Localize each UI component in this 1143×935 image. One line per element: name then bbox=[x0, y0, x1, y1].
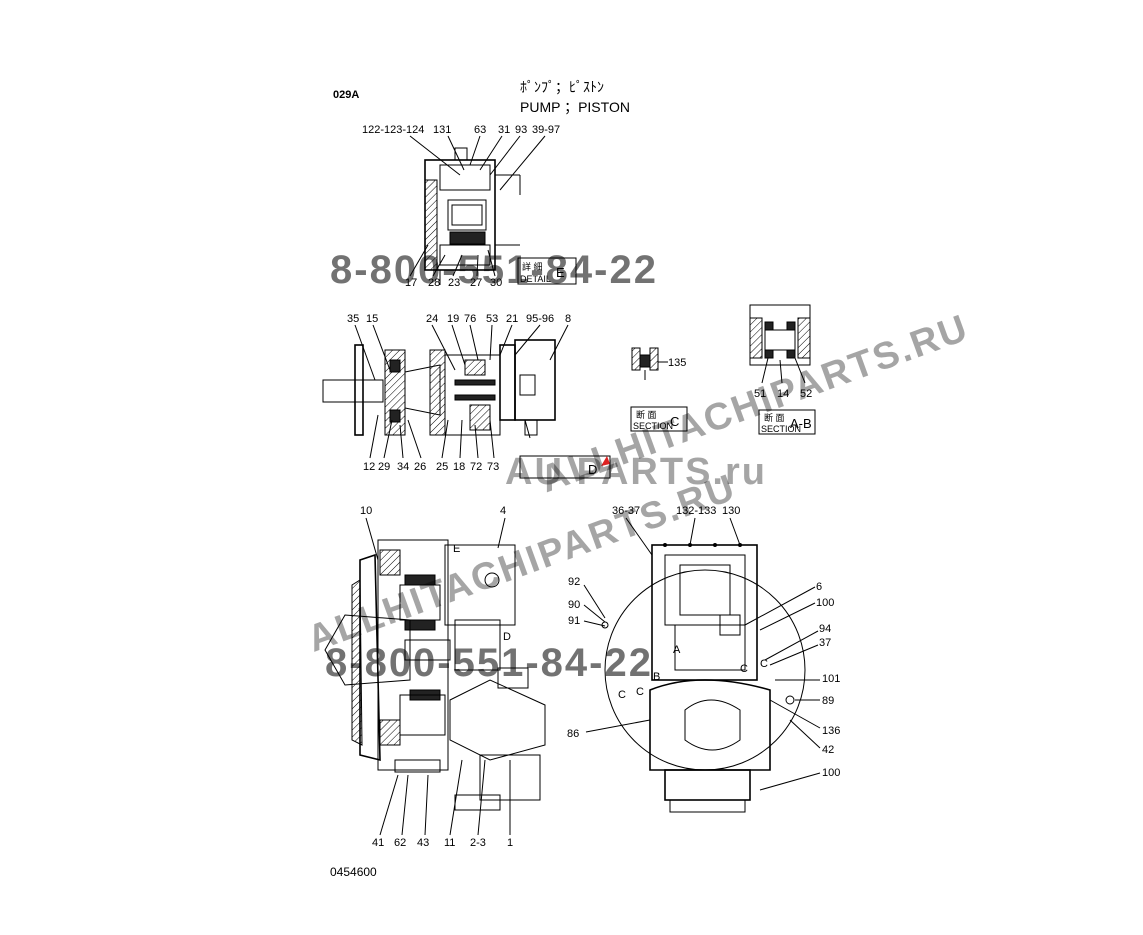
callout-D: D bbox=[503, 631, 511, 643]
title-english: PUMP ；PISTON bbox=[520, 99, 630, 116]
callout-76: 76 bbox=[464, 313, 476, 325]
callout-62: 62 bbox=[394, 837, 406, 849]
callout-14: 14 bbox=[777, 388, 789, 400]
callout-53: 53 bbox=[486, 313, 498, 325]
callout-52: 52 bbox=[800, 388, 812, 400]
detail-d-label: D bbox=[519, 455, 611, 479]
callout-12: 12 bbox=[363, 461, 375, 473]
callout-19: 19 bbox=[447, 313, 459, 325]
callout-39-97: 39-97 bbox=[532, 124, 560, 136]
callout-2-3: 2-3 bbox=[470, 837, 486, 849]
callout-89: 89 bbox=[822, 695, 834, 707]
callout-101: 101 bbox=[822, 673, 840, 685]
callout-37: 37 bbox=[819, 637, 831, 649]
callout-4: 4 bbox=[500, 505, 506, 517]
section-mark-A: A bbox=[673, 644, 681, 656]
svg-text:SECTION: SECTION bbox=[761, 424, 801, 434]
callout-132-133: 132-133 bbox=[676, 505, 716, 517]
callout-135: 135 bbox=[668, 357, 686, 369]
svg-text:E: E bbox=[556, 265, 565, 280]
watermark-phone-top: 8-800-551-84-22 bbox=[330, 248, 658, 292]
callout-130: 130 bbox=[722, 505, 740, 517]
callout-27: 27 bbox=[470, 277, 482, 289]
diagram-code: 029A bbox=[333, 89, 359, 101]
callout-24: 24 bbox=[426, 313, 438, 325]
callout-73: 73 bbox=[487, 461, 499, 473]
callout-42: 42 bbox=[822, 744, 834, 756]
svg-text:DETAIL: DETAIL bbox=[520, 274, 551, 284]
callout-131: 131 bbox=[433, 124, 451, 136]
callout-36-37: 36-37 bbox=[612, 505, 640, 517]
callout-28: 28 bbox=[428, 277, 440, 289]
callout-90: 90 bbox=[568, 599, 580, 611]
pump-side-view-drawing bbox=[324, 517, 546, 836]
callout-6: 6 bbox=[816, 581, 822, 593]
svg-text:断 面: 断 面 bbox=[764, 412, 785, 423]
callout-51: 51 bbox=[754, 388, 766, 400]
drawing-number: 0454600 bbox=[330, 865, 377, 879]
callout-8: 8 bbox=[565, 313, 571, 325]
callout-30: 30 bbox=[490, 277, 502, 289]
pump-front-view-drawing bbox=[583, 517, 821, 813]
section-mark-B: B bbox=[653, 671, 660, 683]
callout-11: 11 bbox=[444, 837, 455, 849]
watermark-diagonal-main: ALLHITACHIPARTS.RU bbox=[302, 467, 742, 661]
watermark-logo: AU PARTS.ru bbox=[505, 451, 767, 493]
svg-text:C: C bbox=[670, 414, 679, 429]
callout-86: 86 bbox=[567, 728, 579, 740]
callout-94: 94 bbox=[819, 623, 831, 635]
callout-63: 63 bbox=[474, 124, 486, 136]
callout-41: 41 bbox=[372, 837, 384, 849]
svg-text:SECTION: SECTION bbox=[633, 421, 673, 431]
callout-100-upper: 100 bbox=[816, 597, 834, 609]
callout-21: 21 bbox=[506, 313, 518, 325]
callout-136: 136 bbox=[822, 725, 840, 737]
detail-e-label: 詳 細 DETAIL E bbox=[517, 257, 577, 285]
svg-text:断 面: 断 面 bbox=[636, 409, 657, 420]
section-ab-drawing: 断 面 SECTION A-B bbox=[749, 304, 816, 435]
callout-95-96: 95-96 bbox=[526, 313, 554, 325]
callout-26: 26 bbox=[414, 461, 426, 473]
callout-15: 15 bbox=[366, 313, 378, 325]
svg-text:詳 細: 詳 細 bbox=[522, 261, 543, 272]
callout-35: 35 bbox=[347, 313, 359, 325]
section-main-drawing bbox=[322, 324, 569, 459]
callout-93: 93 bbox=[515, 124, 527, 136]
callout-100-lower: 100 bbox=[822, 767, 840, 779]
callout-17: 17 bbox=[405, 277, 417, 289]
callout-10: 10 bbox=[360, 505, 372, 517]
callout-122-123-124: 122-123-124 bbox=[362, 124, 424, 136]
callout-E: E bbox=[453, 543, 460, 555]
watermark-phone-bottom: 8-800-551-84-22 bbox=[325, 641, 653, 685]
section-mark-C-1: C bbox=[618, 689, 626, 701]
callout-23: 23 bbox=[448, 277, 460, 289]
callout-34: 34 bbox=[397, 461, 409, 473]
callout-72: 72 bbox=[470, 461, 482, 473]
callout-92: 92 bbox=[568, 576, 580, 588]
detail-e-drawing bbox=[409, 135, 546, 285]
callout-31: 31 bbox=[498, 124, 510, 136]
callout-91: 91 bbox=[568, 615, 580, 627]
svg-text:A-B: A-B bbox=[790, 416, 812, 431]
callout-18: 18 bbox=[453, 461, 465, 473]
svg-text:D: D bbox=[588, 462, 597, 477]
section-mark-C-2: C bbox=[636, 686, 644, 698]
section-c-drawing: 断 面 SECTION C bbox=[630, 347, 688, 432]
callout-1: 1 bbox=[507, 837, 513, 849]
section-mark-C-4: C bbox=[760, 658, 768, 670]
title-japanese: ﾎﾟﾝﾌﾟ；ﾋﾟｽﾄﾝ bbox=[520, 79, 604, 96]
callout-29: 29 bbox=[378, 461, 390, 473]
callout-25: 25 bbox=[436, 461, 448, 473]
section-mark-C-3: C bbox=[740, 663, 748, 675]
callout-43: 43 bbox=[417, 837, 429, 849]
